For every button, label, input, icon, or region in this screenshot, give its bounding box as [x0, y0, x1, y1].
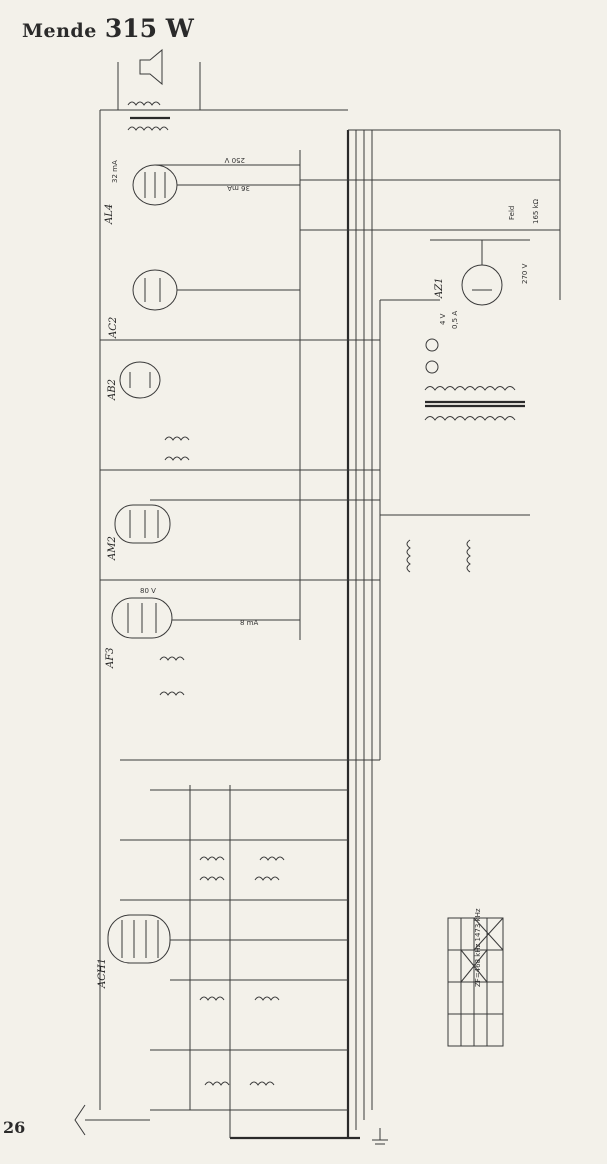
power-transformer	[424, 338, 525, 421]
field-resistor-label: 165 kΩ	[532, 198, 540, 224]
lamp-label: 4 V	[439, 313, 447, 325]
current-36-label: 36 mA	[227, 184, 250, 192]
tube-al4-label: AL4	[104, 204, 115, 225]
current-32-label: 32 mA	[111, 160, 119, 183]
if-note: ZF=468 kHz 1473 kHz	[474, 908, 482, 987]
speaker-field-label: Feld	[508, 206, 516, 220]
wiring	[100, 150, 560, 1138]
voltage-270-label: 270 V	[521, 263, 529, 284]
tube-az1: AZ1	[430, 239, 530, 306]
tube-ach1-label: ACH1	[97, 958, 108, 989]
tube-ab2: AB2	[107, 361, 161, 401]
brand-name: Mende	[22, 20, 97, 42]
tube-af3: AF3	[105, 597, 173, 669]
model-name: 315 W	[104, 14, 194, 43]
current-8-label: 8 mA	[240, 619, 258, 627]
speaker	[117, 48, 201, 131]
tube-ab2-label: AB2	[107, 379, 118, 401]
page-title: Mende 315 W	[22, 14, 194, 43]
tube-al4: AL4	[104, 164, 300, 225]
page-number: 26	[3, 1118, 26, 1137]
tube-ac2: AC2	[108, 269, 300, 339]
coil-network	[159, 436, 471, 1086]
voltage-250-label: 250 V	[224, 156, 245, 164]
switch-table	[447, 917, 504, 1047]
tube-am2: AM2	[107, 504, 171, 561]
tube-am2-label: AM2	[107, 536, 118, 561]
bus-lines	[99, 109, 561, 1140]
tube-af3-label: AF3	[105, 647, 116, 669]
tube-ach1: ACH1	[97, 914, 171, 989]
tube-az1-label: AZ1	[434, 277, 445, 299]
voltage-80-label: 80 V	[140, 587, 156, 595]
tube-ac2-label: AC2	[108, 317, 119, 339]
antenna-ground	[74, 1104, 388, 1145]
fuse-label: 0,5 A	[451, 311, 459, 329]
